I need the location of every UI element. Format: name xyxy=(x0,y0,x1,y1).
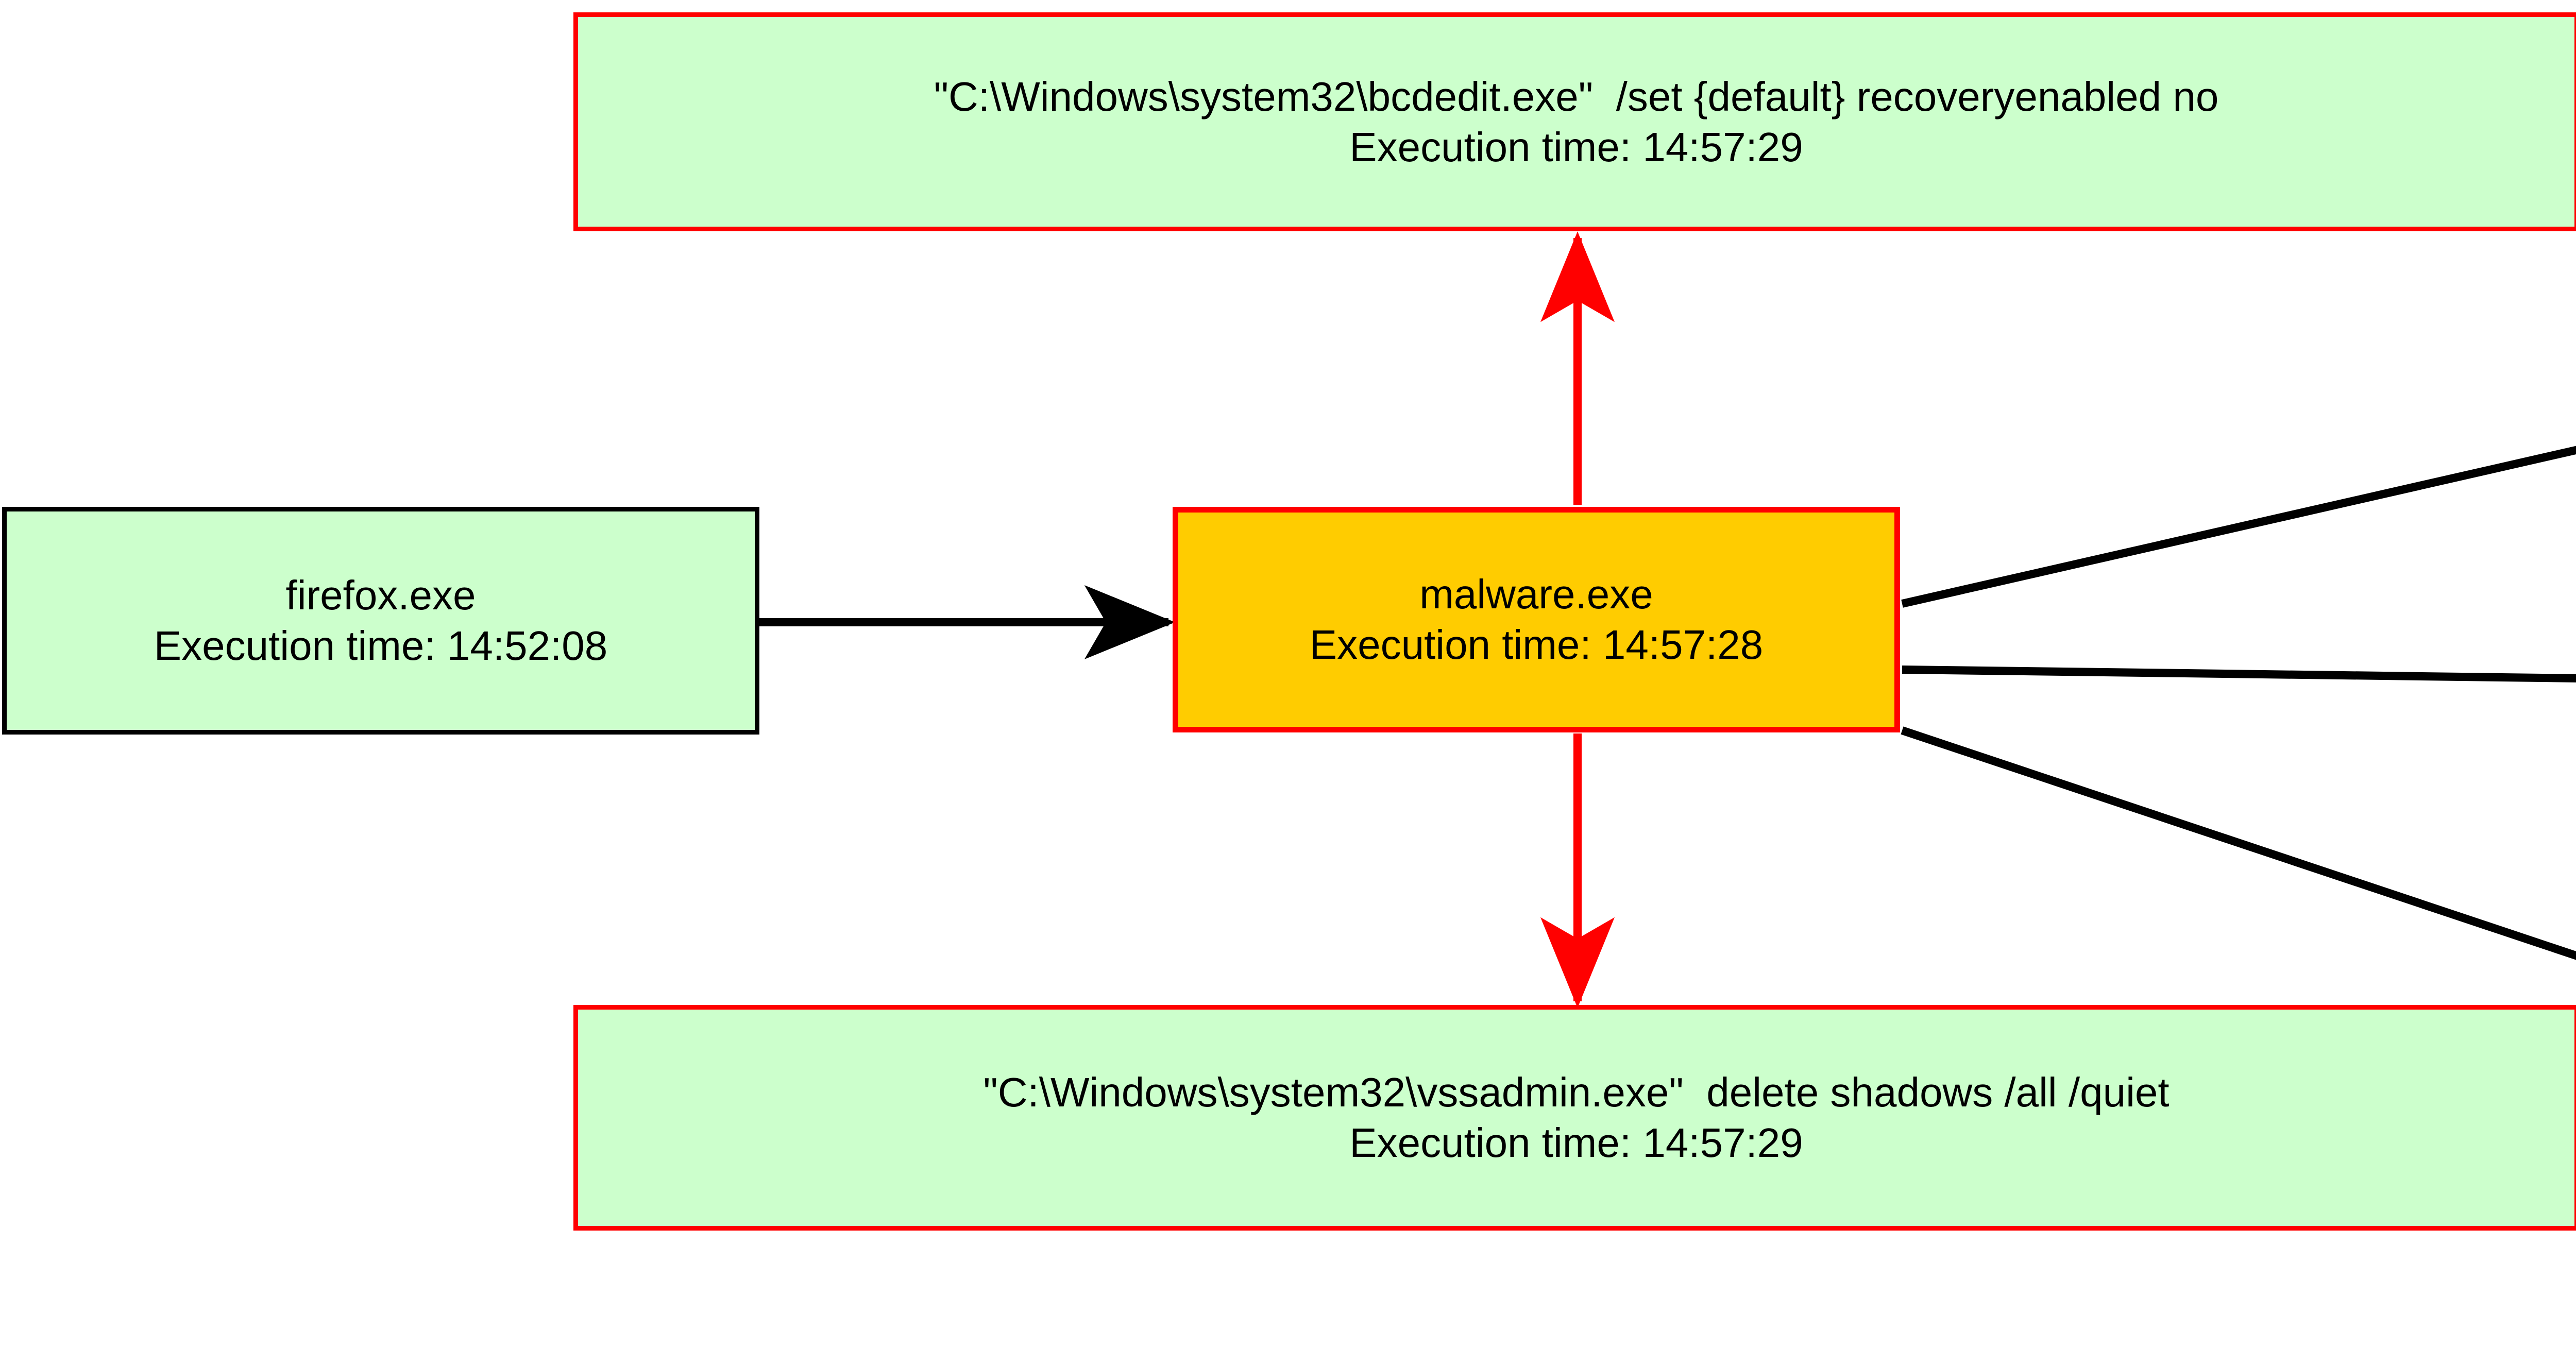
node-vssadmin-command[interactable]: "C:\Windows\system32\vssadmin.exe" delet… xyxy=(573,1005,2576,1231)
edge-malware-to-file-2 xyxy=(1902,666,2576,682)
malware-execution-time: Execution time: 14:57:28 xyxy=(1309,622,1764,668)
vssadmin-command-text: "C:\Windows\system32\vssadmin.exe" delet… xyxy=(983,1069,2170,1116)
bcdedit-execution-time: Execution time: 14:57:29 xyxy=(1349,124,1803,170)
bcdedit-command-text: "C:\Windows\system32\bcdedit.exe" /set {… xyxy=(934,73,2219,120)
firefox-process-name: firefox.exe xyxy=(285,572,476,619)
node-firefox-process[interactable]: firefox.exe Execution time: 14:52:08 xyxy=(2,507,759,735)
firefox-execution-time: Execution time: 14:52:08 xyxy=(154,623,608,669)
malware-process-name: malware.exe xyxy=(1419,571,1653,618)
vssadmin-execution-time: Execution time: 14:57:29 xyxy=(1349,1120,1803,1166)
edge-malware-to-file-1 xyxy=(1901,446,2576,608)
node-malware-process[interactable]: malware.exe Execution time: 14:57:28 xyxy=(1173,507,1900,732)
node-bcdedit-command[interactable]: "C:\Windows\system32\bcdedit.exe" /set {… xyxy=(573,12,2576,231)
